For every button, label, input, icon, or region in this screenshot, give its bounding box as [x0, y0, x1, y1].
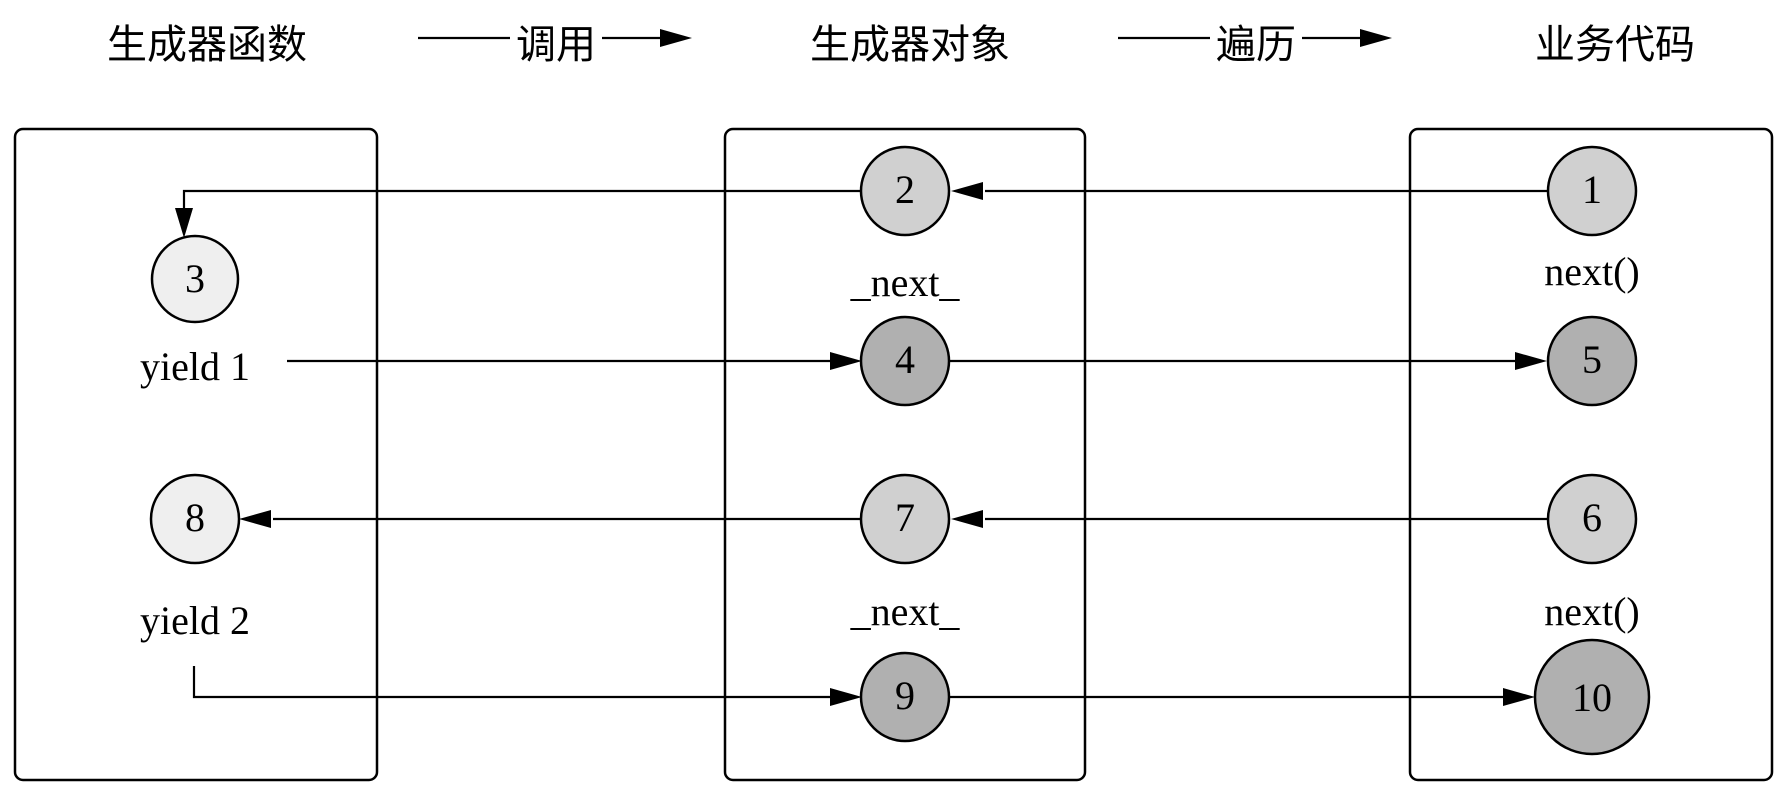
node-5: 5	[1546, 315, 1638, 407]
edge-8-to-9	[192, 666, 830, 699]
header-call-arrowhead	[660, 29, 692, 47]
next-call-label-2: next()	[1544, 589, 1640, 634]
header-generator-object: 生成器对象	[810, 22, 1010, 68]
edge-2-to-3-arrowhead	[175, 208, 193, 238]
node-3: 3	[150, 234, 240, 324]
yield-1-label: yield 1	[140, 344, 250, 389]
edge-1-to-2-arrowhead	[951, 182, 983, 200]
next-dunder-label-2: _next_	[850, 589, 961, 634]
edge-2-to-3	[182, 189, 861, 210]
node-3-label: 3	[185, 256, 205, 301]
node-1: 1	[1546, 145, 1638, 237]
edge-3-to-4-arrowhead	[830, 352, 862, 370]
node-8-circle	[149, 473, 241, 565]
node-9: 9	[859, 651, 951, 743]
node-9-label: 9	[895, 673, 915, 718]
node-4-label: 4	[895, 337, 915, 382]
business-code-box	[1408, 127, 1774, 782]
node-10-label: 10	[1572, 675, 1612, 720]
node-10-circle	[1533, 638, 1651, 756]
node-7-label: 7	[895, 495, 915, 540]
header-generator-function: 生成器函数	[107, 22, 307, 68]
node-3-circle	[150, 234, 240, 324]
edge-8-to-9-arrowhead	[830, 688, 862, 706]
edge-4-to-5-arrowhead	[1515, 352, 1547, 370]
node-2: 2	[859, 145, 951, 237]
node-5-label: 5	[1582, 337, 1602, 382]
edge-6-to-7-arrowhead	[951, 510, 983, 528]
node-6: 6	[1546, 473, 1638, 565]
yield-2-label: yield 2	[140, 598, 250, 643]
generator-object-box	[723, 127, 1087, 782]
node-7: 7	[859, 473, 951, 565]
next-call-label-1: next()	[1544, 249, 1640, 294]
node-6-label: 6	[1582, 495, 1602, 540]
node-10: 10	[1533, 638, 1651, 756]
header-call: 调用	[516, 22, 596, 68]
node-2-label: 2	[895, 167, 915, 212]
node-2-circle	[859, 145, 951, 237]
node-8-label: 8	[185, 495, 205, 540]
header-business-code: 业务代码	[1535, 22, 1695, 68]
node-5-circle	[1546, 315, 1638, 407]
header-iterate: 遍历	[1216, 22, 1296, 68]
node-7-circle	[859, 473, 951, 565]
node-1-circle	[1546, 145, 1638, 237]
header-iterate-arrow: 遍历	[1118, 22, 1392, 68]
header-iterate-arrowhead	[1360, 29, 1392, 47]
node-6-circle	[1546, 473, 1638, 565]
generator-function-box	[13, 127, 379, 782]
node-8: 8	[149, 473, 241, 565]
node-4: 4	[859, 315, 951, 407]
edge-9-to-10-arrowhead	[1503, 688, 1535, 706]
node-1-label: 1	[1582, 167, 1602, 212]
node-9-circle	[859, 651, 951, 743]
edge-7-to-8-arrowhead	[239, 510, 271, 528]
next-dunder-label-1: _next_	[850, 260, 961, 305]
node-4-circle	[859, 315, 951, 407]
header-call-arrow: 调用	[418, 22, 692, 68]
